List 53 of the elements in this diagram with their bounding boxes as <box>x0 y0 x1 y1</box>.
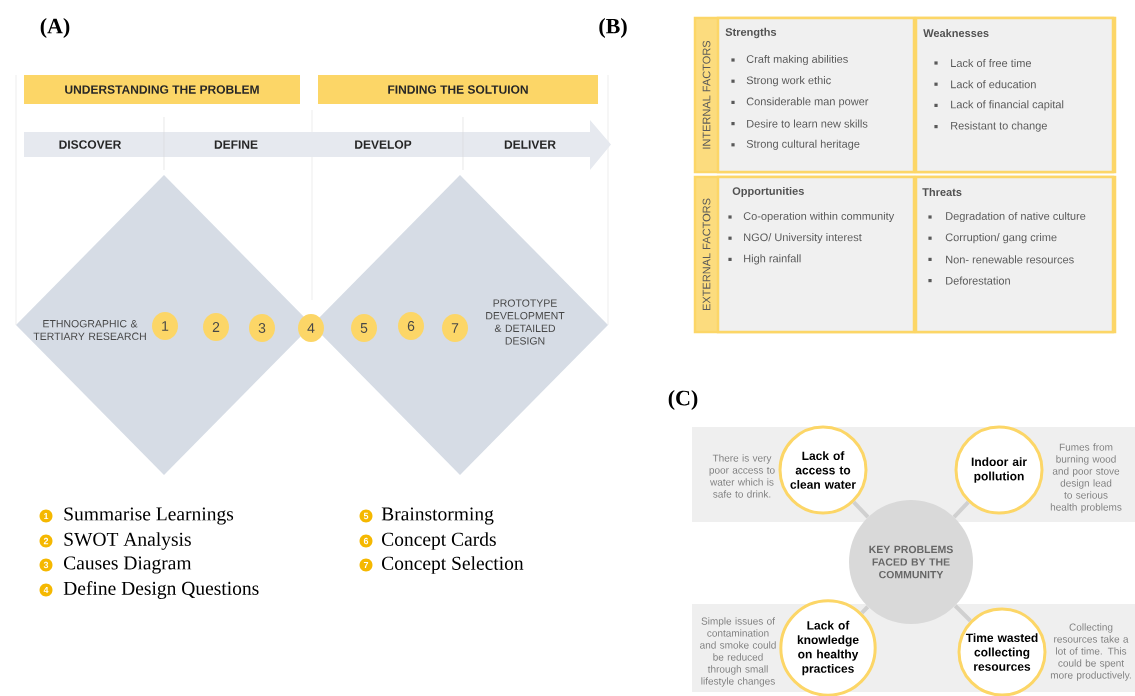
numbered-bullet: 1 <box>39 509 53 523</box>
phase-label: DEVELOP <box>355 140 412 149</box>
phase-label: DISCOVER <box>59 140 122 149</box>
numbered-bullet: 3 <box>39 558 53 572</box>
step-name: Causes Diagram <box>64 556 192 574</box>
bullet-item: Co-operation within community <box>728 211 895 223</box>
stage-text: ETHNOGRAPHIC & TERTIARY RESEARCH <box>33 320 146 341</box>
description-text: Collecting resources take a lot of time. This could be spent more productively. <box>1050 623 1131 681</box>
numbered-bullet: 6 <box>359 534 373 548</box>
cell-heading: Strengths <box>725 27 777 39</box>
cell-heading: Weaknesses <box>923 28 989 38</box>
bullet-item: Deforestation <box>928 276 1010 285</box>
bullet-item: Non- renewable resources <box>928 255 1074 264</box>
step-name: Summarise Learnings <box>64 507 234 525</box>
bullet-item: Strong work ethic <box>731 76 831 87</box>
description-text: There is very poor access to water which is safe to drink. <box>709 454 775 498</box>
connector-line <box>952 500 970 519</box>
phase-label: DELIVER <box>504 140 556 149</box>
connector-line <box>860 605 870 615</box>
step-name: Concept Cards <box>382 532 496 550</box>
step-name: Brainstorming <box>381 507 494 525</box>
numbered-bullet: 5 <box>359 509 373 523</box>
numbered-bullet: 7 <box>359 558 373 572</box>
panel-letter: (B) <box>599 18 627 38</box>
step-name: Define Design Questions <box>63 581 259 599</box>
bullet-item: Craft making abilities <box>731 54 848 66</box>
bullet-item: Corruption/ gang crime <box>928 233 1057 244</box>
cell-heading: Threats <box>922 187 962 197</box>
bullet-item: Resistant to change <box>934 121 1047 132</box>
phase-banner: UNDERSTANDING THE PROBLEM <box>24 75 300 104</box>
description-text: Simple issues of contamination and smoke could be reduced through small lifestyle changes <box>700 617 776 687</box>
step-name: SWOT Analysis <box>64 532 191 550</box>
cell-heading: Opportunities <box>732 186 804 198</box>
bullet-item: Strong cultural heritage <box>731 139 860 150</box>
bullet-item: Lack of education <box>934 80 1036 89</box>
description-text: Fumes from burning wood and poor stove design lead to serious health problems <box>1050 443 1122 513</box>
connector-line <box>953 604 972 623</box>
bullet-item: Degradation of native culture <box>928 211 1086 223</box>
panel-letter: (A) <box>40 18 70 38</box>
bullet-item: Desire to learn new skills <box>731 119 868 128</box>
step-name: Concept Selection <box>382 556 524 574</box>
panel-letter: (C) <box>668 390 698 410</box>
numbered-bullet: 4 <box>39 583 53 597</box>
connector-line <box>852 500 870 519</box>
bullet-item: High rainfall <box>728 254 801 265</box>
bullet-item: Lack of financial capital <box>934 100 1064 111</box>
numbered-bullet: 2 <box>39 534 53 548</box>
bullet-item: Considerable man power <box>731 97 869 108</box>
phase-label: DEFINE <box>214 140 258 149</box>
bullet-item: NGO/ University interest <box>728 233 862 244</box>
phase-banner: FINDING THE SOLTUION <box>318 75 598 104</box>
bullet-item: Lack of free time <box>934 58 1032 68</box>
stage-text: PROTOTYPE DEVELOPMENT & DETAILED DESIGN <box>486 299 565 345</box>
